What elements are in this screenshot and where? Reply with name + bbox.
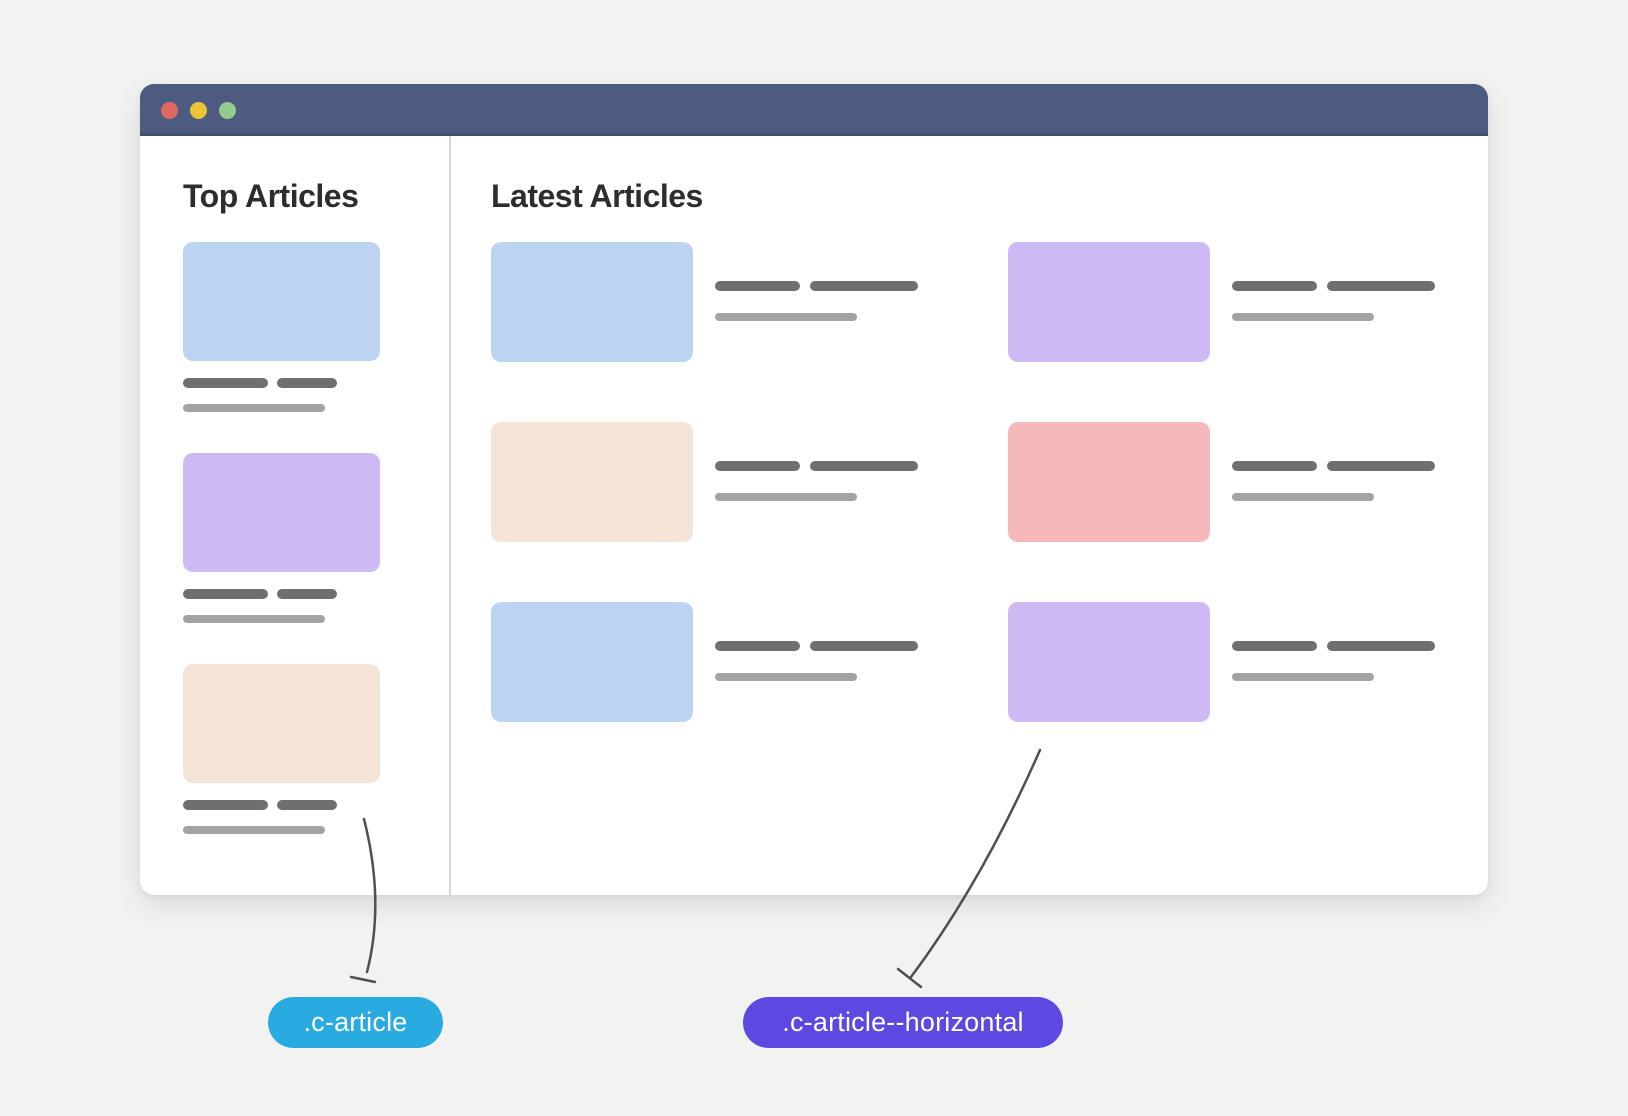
text-placeholder-line bbox=[277, 378, 337, 388]
text-placeholder-line bbox=[1232, 641, 1317, 651]
text-placeholder-line bbox=[1232, 673, 1374, 681]
text-placeholder-line bbox=[715, 313, 857, 321]
text-placeholder-line bbox=[810, 281, 918, 291]
text-placeholder-line bbox=[183, 378, 268, 388]
sidebar-divider bbox=[449, 136, 451, 895]
text-placeholder-line bbox=[183, 615, 325, 623]
main-article-grid bbox=[491, 242, 1436, 722]
text-placeholder-line bbox=[715, 281, 800, 291]
article-card-horizontal bbox=[491, 242, 919, 362]
article-card-horizontal bbox=[1008, 602, 1436, 722]
article-thumbnail bbox=[183, 453, 380, 572]
window-minimize-icon bbox=[190, 101, 207, 119]
browser-titlebar bbox=[140, 84, 1488, 136]
article-card-horizontal bbox=[491, 422, 919, 542]
text-placeholder-line bbox=[810, 641, 918, 651]
text-placeholder-line bbox=[715, 673, 857, 681]
sidebar-title: Top Articles bbox=[183, 178, 359, 214]
sidebar-article-list bbox=[183, 242, 380, 875]
text-placeholder-line bbox=[1232, 493, 1374, 501]
main-title: Latest Articles bbox=[491, 178, 703, 214]
text-placeholder-line bbox=[1232, 313, 1374, 321]
text-placeholder-line bbox=[715, 641, 800, 651]
browser-window: Top Articles Latest Articles bbox=[140, 84, 1488, 895]
text-placeholder-line bbox=[1327, 461, 1435, 471]
class-label-pill-c-article: .c-article bbox=[268, 997, 443, 1048]
article-card-vertical bbox=[183, 453, 380, 623]
text-placeholder-line bbox=[1232, 461, 1317, 471]
text-placeholder-line bbox=[1327, 281, 1435, 291]
text-placeholder-line bbox=[1232, 281, 1317, 291]
text-placeholder-line bbox=[277, 800, 337, 810]
article-thumbnail bbox=[491, 242, 693, 362]
text-placeholder-line bbox=[183, 800, 268, 810]
article-card-horizontal bbox=[1008, 242, 1436, 362]
article-thumbnail bbox=[1008, 422, 1210, 542]
text-placeholder-line bbox=[715, 493, 857, 501]
text-placeholder-line bbox=[1327, 641, 1435, 651]
article-card-vertical bbox=[183, 664, 380, 834]
text-placeholder-line bbox=[183, 826, 325, 834]
text-placeholder-line bbox=[810, 461, 918, 471]
article-card-vertical bbox=[183, 242, 380, 412]
article-card-horizontal bbox=[1008, 422, 1436, 542]
text-placeholder-line bbox=[183, 589, 268, 599]
window-close-icon bbox=[161, 101, 178, 119]
class-label-pill-c-article-horizontal: .c-article--horizontal bbox=[743, 997, 1063, 1048]
text-placeholder-line bbox=[183, 404, 325, 412]
article-thumbnail bbox=[1008, 242, 1210, 362]
window-maximize-icon bbox=[219, 101, 236, 119]
article-card-horizontal bbox=[491, 602, 919, 722]
text-placeholder-line bbox=[277, 589, 337, 599]
article-thumbnail bbox=[491, 422, 693, 542]
article-thumbnail bbox=[183, 664, 380, 783]
article-thumbnail bbox=[183, 242, 380, 361]
text-placeholder-line bbox=[715, 461, 800, 471]
article-thumbnail bbox=[1008, 602, 1210, 722]
article-thumbnail bbox=[491, 602, 693, 722]
